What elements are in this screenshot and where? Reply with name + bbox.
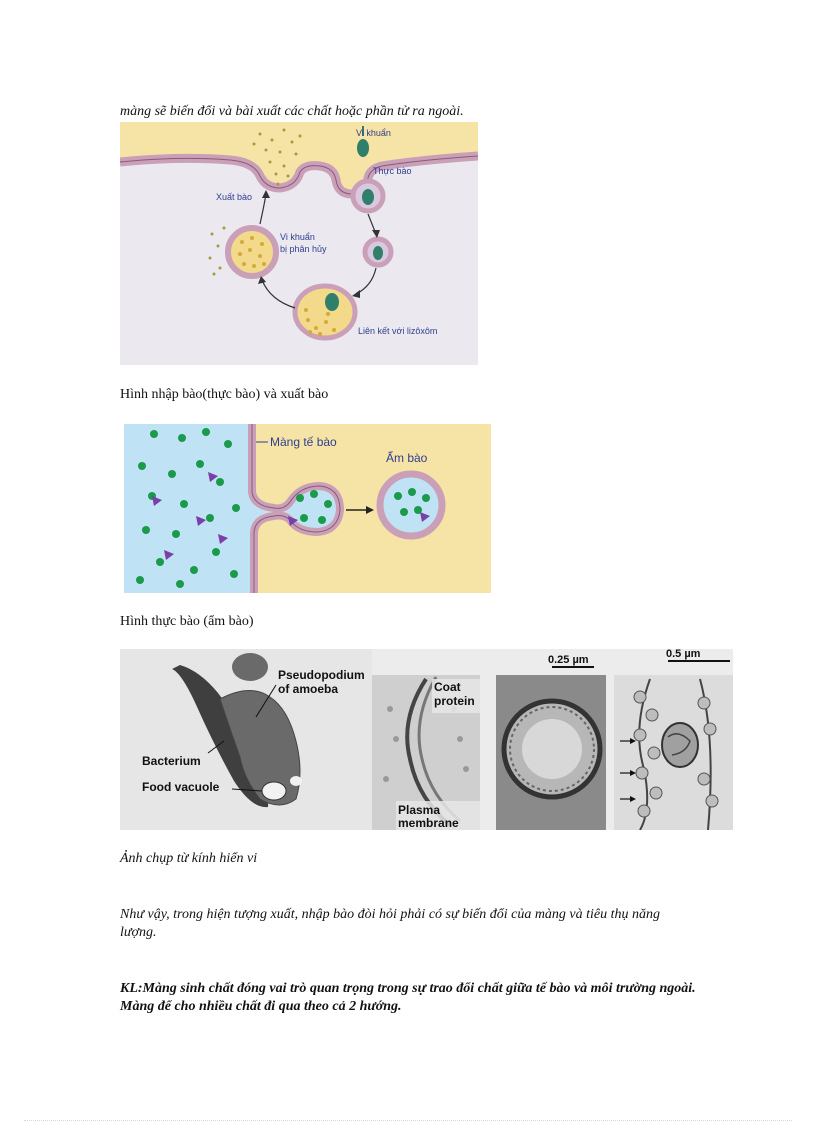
label-plasma-2: membrane	[398, 816, 459, 830]
intro-line: màng sẽ biến đổi và bài xuất các chất ho…	[120, 104, 464, 119]
phagocytosis-exocytosis-figure: Vi khuẩn Thực bào Liên kết với lizôxôm V…	[120, 122, 478, 365]
label-pseudopodium-1: Pseudopodium	[278, 668, 365, 682]
caption-figure-2: Hình thực bào (ẩm bào)	[120, 614, 254, 629]
label-bacteria: Vi khuẩn	[356, 128, 391, 138]
label-pseudopodium-2: of amoeba	[278, 682, 338, 696]
caption-figure-3: Ảnh chụp từ kính hiển vi	[120, 851, 258, 866]
caption-figure-1: Hình nhập bào(thực bào) và xuất bào	[120, 387, 329, 402]
label-bacterium: Bacterium	[142, 754, 201, 768]
conclusion-paragraph: KL:Màng sinh chất đóng vai trò quan trọn…	[120, 981, 696, 1014]
label-pinocytosis: Ẩm bào	[386, 450, 428, 465]
label-exocytosis: Xuất bào	[216, 192, 252, 202]
label-food-vacuole: Food vacuole	[142, 780, 220, 794]
label-cell-membrane: Màng tế bào	[270, 435, 337, 449]
label-digested-1: Vi khuẩn	[280, 232, 315, 242]
label-lysosome: Liên kết với lizôxôm	[358, 326, 437, 336]
scale-bar-2: 0.5 µm	[666, 649, 701, 660]
page-bottom-rule	[24, 1120, 792, 1121]
label-plasma-1: Plasma	[398, 803, 440, 817]
summary-paragraph: Như vậy, trong hiện tượng xuất, nhập bào…	[120, 907, 661, 940]
label-phagocytosis: Thực bào	[373, 166, 412, 176]
pinocytosis-figure: Màng tế bào Ẩm bào	[124, 424, 491, 593]
label-coat-1: Coat	[434, 680, 461, 694]
micrograph-figure: Pseudopodium of amoeba Bacterium Food va…	[120, 649, 733, 830]
label-coat-2: protein	[434, 694, 475, 708]
scale-bar-1: 0.25 µm	[548, 654, 589, 666]
label-digested-2: bị phân hủy	[280, 244, 327, 254]
